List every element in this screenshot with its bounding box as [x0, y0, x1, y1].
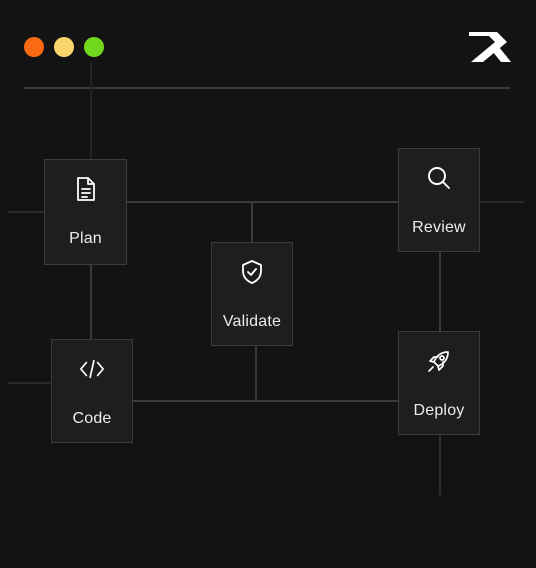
- node-deploy[interactable]: Deploy: [398, 331, 480, 435]
- node-validate[interactable]: Validate: [211, 242, 293, 346]
- brand-logo-icon: [469, 32, 511, 62]
- node-deploy-label: Deploy: [413, 402, 465, 419]
- search-icon: [426, 165, 452, 191]
- title-divider: [24, 87, 510, 89]
- window-minimize-button[interactable]: [54, 37, 74, 57]
- window-maximize-button[interactable]: [84, 37, 104, 57]
- node-code-label: Code: [72, 410, 112, 427]
- node-plan-label: Plan: [69, 230, 102, 247]
- window-close-button[interactable]: [24, 37, 44, 57]
- document-icon: [73, 176, 99, 202]
- shield-check-icon: [239, 259, 265, 285]
- node-validate-label: Validate: [222, 313, 282, 330]
- node-plan[interactable]: Plan: [44, 159, 127, 265]
- node-review-label: Review: [412, 219, 466, 236]
- rocket-icon: [426, 348, 452, 374]
- node-review[interactable]: Review: [398, 148, 480, 252]
- node-code[interactable]: Code: [51, 339, 133, 443]
- code-brackets-icon: [79, 356, 105, 382]
